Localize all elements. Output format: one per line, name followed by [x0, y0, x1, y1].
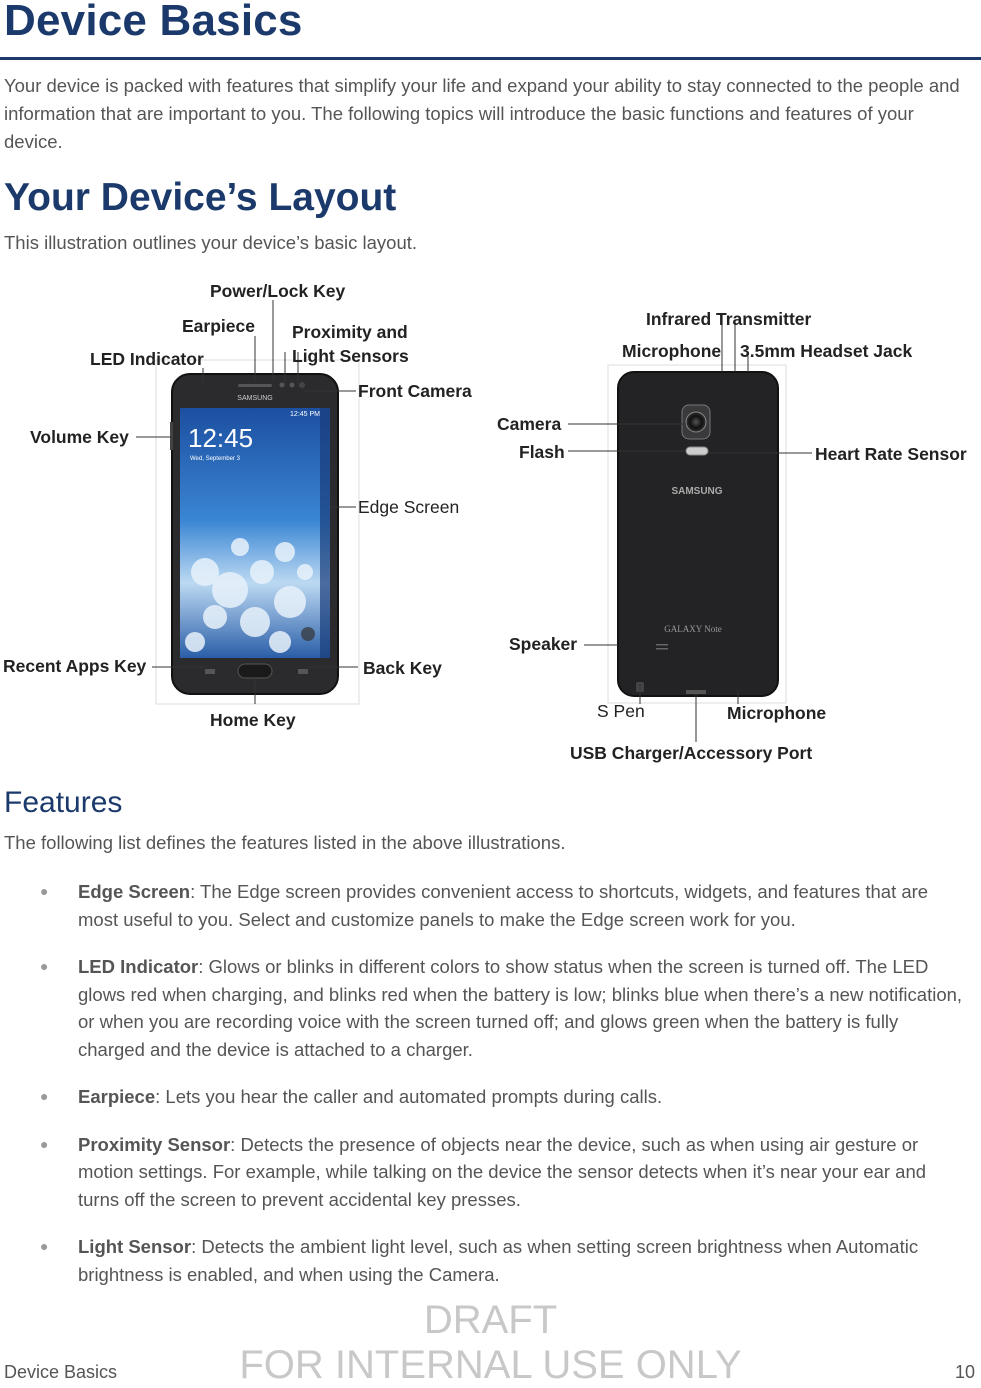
- front-brand: SAMSUNG: [237, 395, 272, 402]
- bullet-icon: ●: [40, 1233, 48, 1261]
- intro-paragraph: Your device is packed with features that…: [4, 72, 976, 156]
- list-item: ● LED Indicator: Glows or blinks in diffe…: [0, 953, 981, 1063]
- label-edge-screen: Edge Screen: [358, 497, 459, 517]
- screen-date: Wed, September 3: [190, 456, 241, 462]
- label-microphone-bottom: Microphone: [727, 703, 826, 723]
- label-front-camera: Front Camera: [358, 381, 472, 401]
- feature-term: LED Indicator: [78, 956, 198, 977]
- label-headset: 3.5mm Headset Jack: [740, 341, 912, 361]
- list-item: ● Edge Screen: The Edge screen provides c…: [0, 878, 981, 933]
- footer-section: Device Basics: [4, 1362, 117, 1383]
- feature-text: : Detects the ambient light level, such …: [78, 1236, 918, 1285]
- list-item: ●Proximity Sensor: Detects the presence …: [0, 1131, 981, 1214]
- features-list: ● Edge Screen: The Edge screen provides c…: [0, 878, 981, 1308]
- status-time: 12:45 PM: [290, 411, 320, 418]
- page-number: 10: [955, 1362, 975, 1383]
- label-s-pen: S Pen: [597, 701, 645, 721]
- device-layout-illustration: SAMSUNG 12:45 PM 12:45 Wed, September 3 …: [0, 272, 981, 772]
- label-earpiece: Earpiece: [182, 316, 255, 336]
- front-device: SAMSUNG 12:45 PM 12:45 Wed, September 3: [156, 360, 359, 704]
- label-recent-apps: Recent Apps Key: [3, 656, 147, 676]
- label-usb: USB Charger/Accessory Port: [570, 743, 812, 763]
- list-item: ● Earpiece: Lets you hear the caller and …: [0, 1083, 981, 1111]
- label-heart-rate: Heart Rate Sensor: [815, 444, 967, 464]
- screen-clock: 12:45: [188, 423, 253, 453]
- label-proximity-2: Light Sensors: [292, 346, 409, 366]
- label-speaker: Speaker: [509, 634, 577, 654]
- features-description: The following list defines the features …: [4, 832, 565, 854]
- label-infrared: Infrared Transmitter: [646, 309, 812, 329]
- features-heading: Features: [4, 786, 122, 820]
- layout-description: This illustration outlines your device’s…: [4, 232, 417, 254]
- feature-term: Edge Screen: [78, 881, 190, 902]
- bullet-icon: ●: [40, 953, 48, 981]
- label-camera: Camera: [497, 414, 561, 434]
- list-item: ● Light Sensor: Detects the ambient light…: [0, 1233, 981, 1288]
- bullet-icon: ●: [40, 1083, 48, 1111]
- label-home-key: Home Key: [210, 710, 296, 730]
- title-divider: [0, 57, 981, 60]
- back-device: SAMSUNG GALAXY Note: [608, 365, 786, 703]
- feature-term: Light Sensor: [78, 1236, 191, 1257]
- layout-heading: Your Device’s Layout: [4, 176, 396, 220]
- label-led: LED Indicator: [90, 349, 204, 369]
- label-microphone-top: Microphone: [622, 341, 721, 361]
- label-volume: Volume Key: [30, 427, 129, 447]
- label-proximity-1: Proximity and: [292, 322, 408, 342]
- label-power-lock: Power/Lock Key: [210, 281, 345, 301]
- feature-text: : Glows or blinks in different colors to…: [78, 956, 962, 1060]
- feature-text: : The Edge screen provides convenient ac…: [78, 881, 928, 930]
- watermark-draft: DRAFT: [0, 1298, 981, 1343]
- bullet-icon: ●: [40, 878, 48, 906]
- label-back-key: Back Key: [363, 658, 442, 678]
- page-title: Device Basics: [4, 0, 303, 46]
- bullet-icon: ●: [40, 1131, 48, 1159]
- watermark-internal: FOR INTERNAL USE ONLY: [0, 1343, 981, 1388]
- feature-term: Proximity Sensor: [78, 1134, 230, 1155]
- label-flash: Flash: [519, 442, 565, 462]
- back-brand: SAMSUNG: [671, 486, 722, 497]
- feature-term: Earpiece: [78, 1086, 155, 1107]
- feature-text: : Lets you hear the caller and automated…: [155, 1086, 662, 1107]
- back-model: GALAXY Note: [664, 624, 721, 634]
